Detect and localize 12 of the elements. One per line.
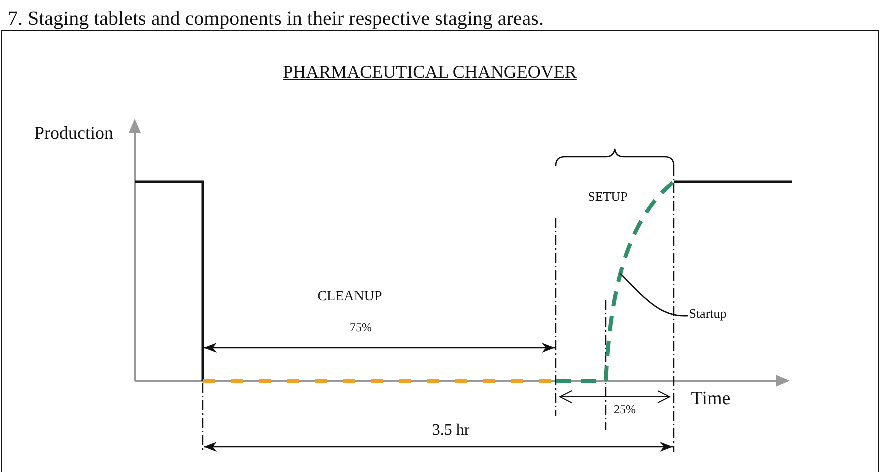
duration-label: 3.5 hr <box>432 422 470 440</box>
callout-label: Startup <box>689 306 727 322</box>
leader-line <box>620 273 688 317</box>
x-axis-label: Time <box>691 390 731 410</box>
chart-title: PHARMACEUTICAL CHANGEOVER <box>283 63 577 83</box>
phase-label: CLEANUP <box>318 289 382 305</box>
percentage-label: 25% <box>614 403 636 417</box>
phase-label: SETUP <box>588 190 628 204</box>
startup-dashed-curve <box>556 180 676 383</box>
y-axis-label: Production <box>34 124 114 144</box>
percentage-label: 75% <box>350 321 372 335</box>
list-item-text: 7. Staging tablets and components in their respective staging areas. <box>8 8 544 30</box>
